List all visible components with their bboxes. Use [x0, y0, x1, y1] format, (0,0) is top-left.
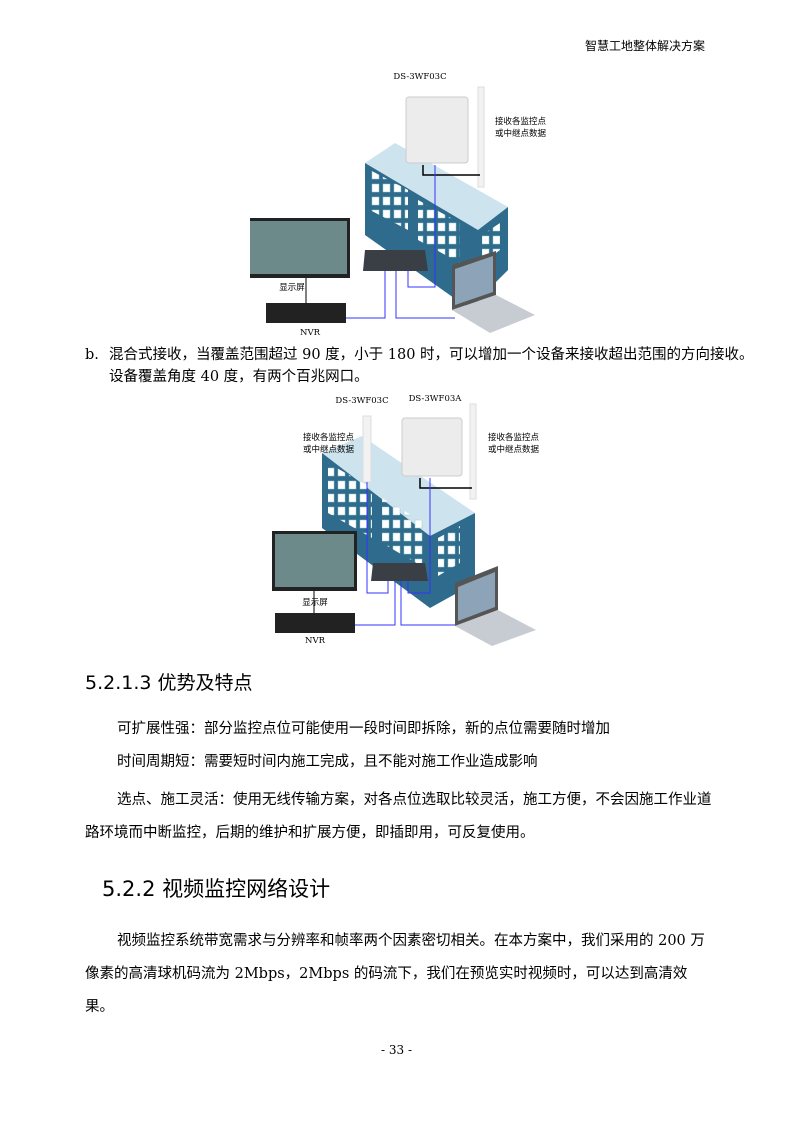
page-number: - 33 -	[380, 1043, 412, 1057]
network-diagram-single-ap: DS-3WF03C 接收各监控点 或中继点数据 显示屏 NVR	[250, 72, 547, 338]
page-header: 智慧工地整体解决方案	[584, 39, 705, 53]
right-note-line-2: 或中继点数据	[488, 444, 540, 455]
laptop-icon	[452, 251, 535, 333]
switch-icon	[371, 563, 428, 581]
paragraph-short-cycle: 时间周期短：需要短时间内施工完成，且不能对施工作业造成影响	[117, 754, 538, 770]
right-note-line-1: 接收各监控点	[488, 432, 540, 443]
switch-icon	[363, 250, 428, 271]
list-item-b: b. 混合式接收，当覆盖范围超过 90 度，小于 180 时，可以增加一个设备来接…	[85, 344, 754, 388]
access-point-icon	[401, 417, 463, 477]
monitor-label: 显示屏	[302, 598, 328, 608]
list-marker: b.	[85, 347, 99, 363]
list-item-line1: 混合式接收，当覆盖范围超过 90 度，小于 180 时，可以增加一个设备来接收超…	[109, 347, 754, 363]
network-diagram-hybrid-ap: DS-3WF03C DS-3WF03A 接收各监控点 或中继点数据 接收各监控点…	[272, 394, 540, 646]
left-note-line-1: 接收各监控点	[303, 432, 355, 443]
paragraph-scalability: 可扩展性强：部分监控点位可能使用一段时间即拆除，新的点位需要随时增加	[117, 721, 610, 737]
note-line-1: 接收各监控点	[495, 116, 547, 127]
section-heading-5-2-2: 5.2.2 视频监控网络设计	[102, 877, 331, 901]
laptop-icon	[455, 566, 536, 646]
list-item-line2: 设备覆盖角度 40 度，有两个百兆网口。	[109, 369, 369, 385]
section-heading-5-2-1-3: 5.2.1.3 优势及特点	[85, 672, 253, 694]
paragraph-flexibility: 选点、施工灵活：使用无线传输方案，对各点位选取比较灵活，施工方便，不会因施工作业…	[85, 792, 712, 841]
access-point-icon	[405, 96, 469, 164]
nvr-label: NVR	[305, 636, 326, 646]
ap-model-label: DS-3WF03C	[393, 72, 446, 82]
right-ap-model-label: DS-3WF03A	[409, 394, 463, 404]
antenna-icon	[477, 86, 485, 188]
monitor-label: 显示屏	[279, 283, 305, 293]
left-antenna-icon	[362, 415, 372, 483]
nvr-icon	[275, 613, 355, 633]
paragraph-bandwidth: 视频监控系统带宽需求与分辨率和帧率两个因素密切相关。在本方案中，我们采用的 20…	[85, 933, 705, 1015]
note-line-2: 或中继点数据	[495, 128, 547, 139]
right-antenna-icon	[469, 403, 477, 500]
left-note-line-2: 或中继点数据	[303, 444, 355, 455]
left-ap-model-label: DS-3WF03C	[335, 396, 388, 406]
nvr-label: NVR	[300, 328, 321, 338]
nvr-icon	[266, 303, 346, 323]
